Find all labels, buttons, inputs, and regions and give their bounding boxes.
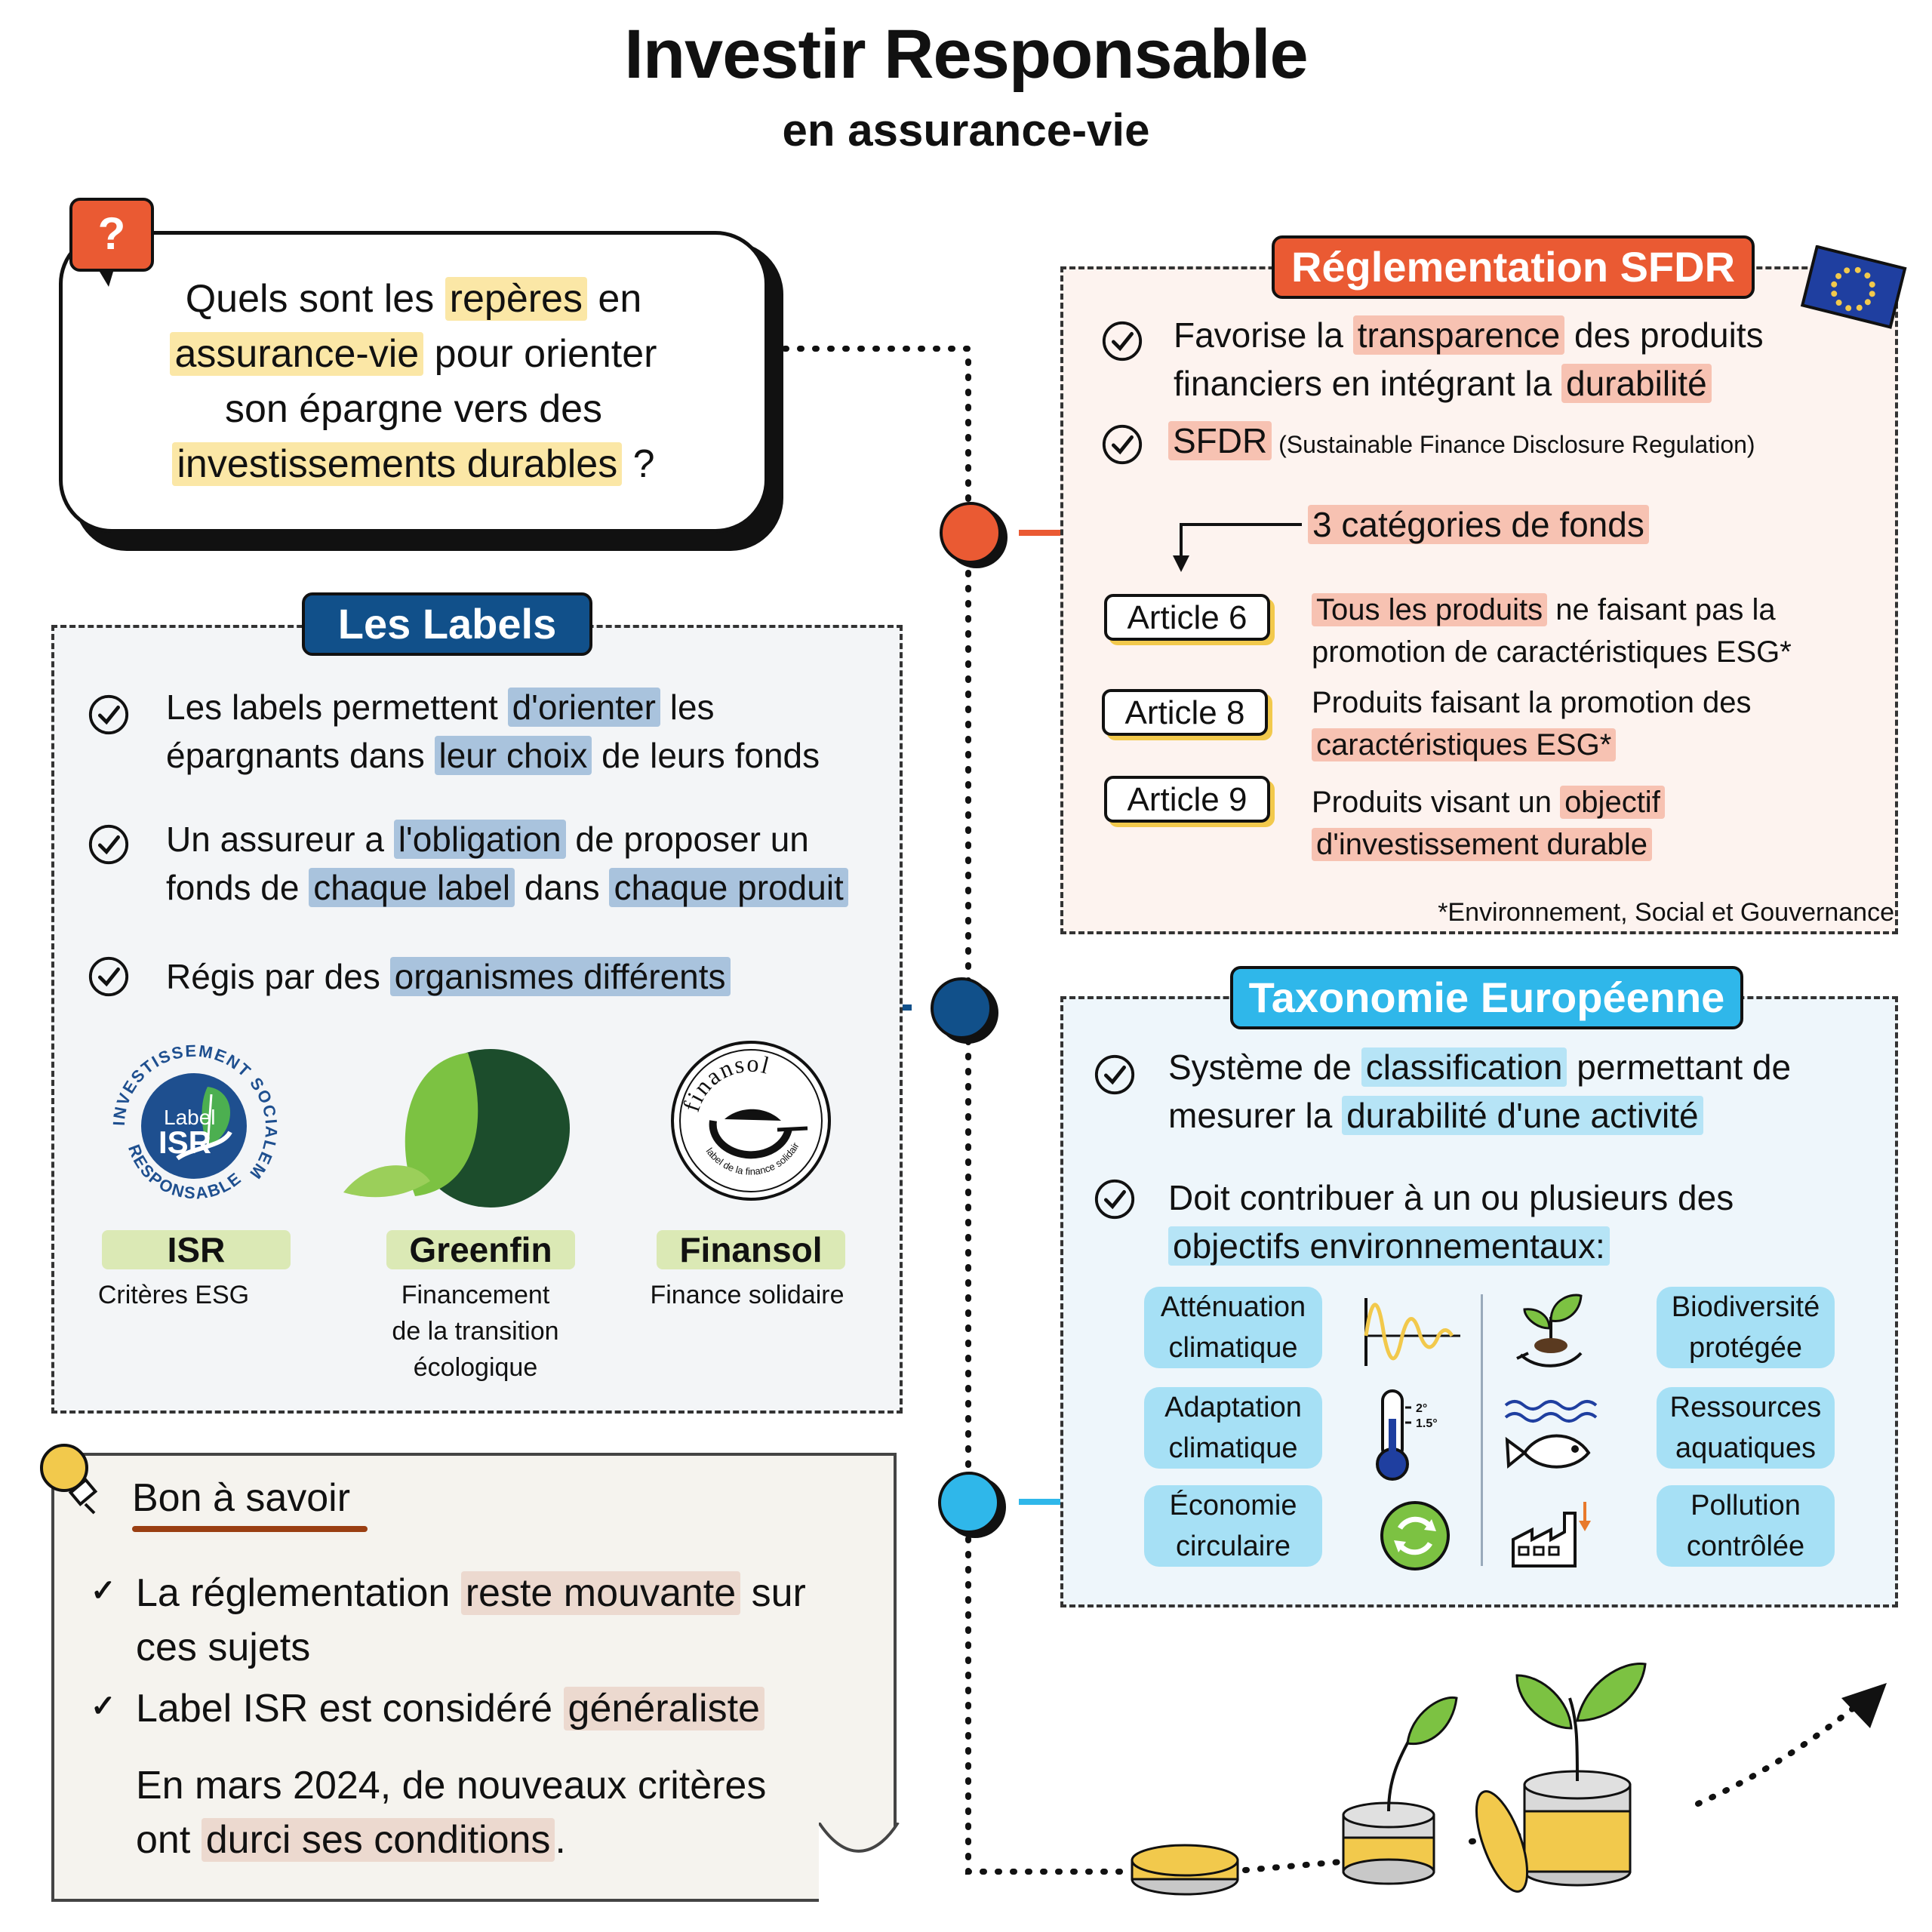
label-name-isr: ISR xyxy=(102,1230,291,1269)
check-circle-icon xyxy=(88,956,129,997)
tip-paragraph: En mars 2024, de nouveaux critères ont d… xyxy=(136,1764,767,1862)
sfdr-bullet-2: SFDR (Sustainable Finance Disclosure Reg… xyxy=(1168,420,1885,461)
tip-bullet-1: La réglementation reste mouvante sur ces… xyxy=(136,1571,806,1669)
label-desc-greenfin-1: Financement xyxy=(401,1281,550,1309)
check-circle-icon xyxy=(1094,1054,1135,1095)
label-name-greenfin: Greenfin xyxy=(386,1230,575,1269)
coin-stack-medium xyxy=(1342,1696,1458,1885)
tip-title-underline xyxy=(132,1526,368,1532)
taxo-bullet-1: Système de classification permettant de … xyxy=(1168,1048,1792,1135)
recycle-icon xyxy=(1380,1501,1450,1571)
plant-hand-icon xyxy=(1516,1294,1583,1367)
tip-title: Bon à savoir xyxy=(132,1476,351,1520)
finansol-logo: finansol label de la finance solidaire xyxy=(668,1038,831,1201)
article-6-desc: Tous les produits ne faisant pas la prom… xyxy=(1312,593,1792,669)
svg-text:2°: 2° xyxy=(1416,1402,1427,1415)
eu-flag-icon xyxy=(1800,245,1907,329)
taxo-title: Taxonomie Européenne xyxy=(1230,966,1743,1029)
check-icon: ✓ xyxy=(91,1690,116,1723)
objectives-divider xyxy=(1481,1294,1483,1566)
fish-water-icon xyxy=(1504,1400,1598,1469)
check-circle-icon xyxy=(1094,1179,1135,1220)
labels-bullet-3: Régis par des organismes différents xyxy=(166,952,891,1001)
sfdr-footnote: *Environnement, Social et Gouvernance xyxy=(1438,898,1894,927)
factory-icon xyxy=(1512,1502,1591,1567)
label-desc-greenfin-3: écologique xyxy=(413,1353,538,1382)
coin-stack-small xyxy=(1131,1844,1239,1896)
article-8-desc: Produits faisant la promotion des caract… xyxy=(1312,686,1752,761)
sfdr-categories-title: 3 catégories de fonds xyxy=(1308,500,1649,549)
article-6-tag: Article 6 xyxy=(1104,594,1270,641)
lightbulb-icon xyxy=(40,1444,98,1515)
question-mark-icon: ? xyxy=(69,198,154,272)
isr-logo: INVESTISSEMENT SOCIALEMENT RESPONSABLE L… xyxy=(94,1026,279,1203)
tip-bullet-2: Label ISR est considéré généraliste xyxy=(136,1681,860,1736)
check-circle-icon xyxy=(88,824,129,865)
label-desc-greenfin-2: de la transition xyxy=(392,1317,559,1346)
article-8-tag: Article 8 xyxy=(1102,689,1268,736)
article-9-tag: Article 9 xyxy=(1104,776,1270,823)
check-circle-icon xyxy=(88,694,129,735)
sfdr-title: Réglementation SFDR xyxy=(1272,235,1755,299)
svg-text:1.5°: 1.5° xyxy=(1416,1417,1438,1430)
timeline-node-sfdr xyxy=(940,502,1001,564)
labels-bullet-2: Un assureur a l'obligation de proposer u… xyxy=(166,815,898,912)
page-subtitle: en assurance-vie xyxy=(782,105,1150,155)
coins-plants-illustration xyxy=(1131,1662,1647,1896)
sfdr-bullet-1: Favorise la transparence des produits fi… xyxy=(1174,315,1764,403)
wave-damping-icon xyxy=(1364,1298,1460,1366)
check-icon: ✓ xyxy=(91,1574,116,1607)
question-card: Quels sont les repères en assurance-vie … xyxy=(59,231,768,533)
page-title: Investir Responsable xyxy=(624,16,1308,93)
greenfin-logo xyxy=(343,1049,570,1208)
page-curl xyxy=(819,1823,900,1902)
label-desc-finansol: Finance solidaire xyxy=(650,1281,844,1309)
label-name-finansol: Finansol xyxy=(657,1230,845,1269)
coin-stack-large xyxy=(1475,1662,1647,1893)
check-circle-icon xyxy=(1102,321,1143,361)
article-9-desc: Produits visant un objectif d'investisse… xyxy=(1312,781,1893,866)
taxo-bullet-2: Doit contribuer à un ou plusieurs des ob… xyxy=(1168,1178,1734,1266)
category-arrow xyxy=(1173,523,1302,572)
svg-text:ISR: ISR xyxy=(158,1124,211,1160)
label-desc-isr: Critères ESG xyxy=(97,1281,250,1309)
labels-bullet-1: Les labels permettent d'orienter les épa… xyxy=(166,688,820,775)
thermometer-icon: 2° 1.5° xyxy=(1376,1389,1438,1481)
svg-text:Label: Label xyxy=(164,1106,216,1129)
timeline-node-taxo xyxy=(938,1472,1000,1534)
check-circle-icon xyxy=(1102,424,1143,465)
labels-title: Les Labels xyxy=(302,592,592,656)
timeline-node-labels xyxy=(931,977,992,1039)
growth-arrowhead xyxy=(1841,1683,1887,1728)
